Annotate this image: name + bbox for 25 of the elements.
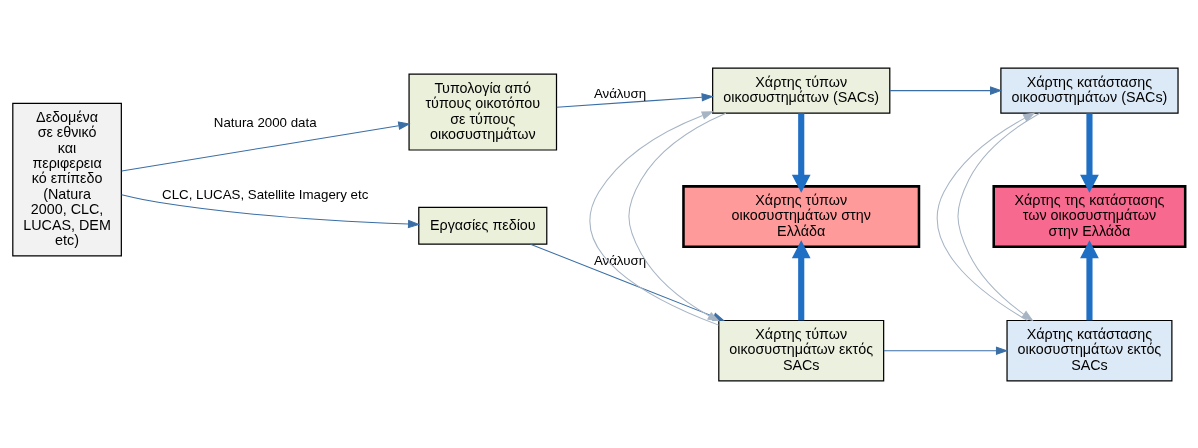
edge-label: Ανάλυση <box>593 252 647 268</box>
arrow <box>883 345 1009 355</box>
node-box: Χάρτης τύπων οικοσυστημάτων στην Ελλάδα <box>682 184 921 248</box>
arrow <box>889 85 1003 95</box>
arrow <box>556 92 714 108</box>
arrow <box>121 193 421 228</box>
arrow <box>791 112 811 193</box>
node-box: Εργασίες πεδίου <box>418 206 548 245</box>
node-box: Χάρτης κατάστασης οικοσυστημάτων εκτός SACs <box>1006 319 1173 381</box>
arrow <box>957 112 1041 321</box>
arrow <box>121 121 411 171</box>
node-box: Χάρτης τύπων οικοσυστημάτων (SACs) <box>712 67 891 114</box>
node-box: Χάρτης της κατάστασης των οικοσυστημάτων στην Ελλάδα <box>992 184 1187 248</box>
arrow <box>1080 239 1099 320</box>
edge-label: Ανάλυση <box>593 85 647 101</box>
node-box: Δεδομένα σε εθνικό και περιφερεια κό επίπεδο (Natura 2000, CLC, LUCAS, DEM etc) <box>12 102 122 257</box>
node-box: Τυπολογία από τύπους οικοτόπου σε τύπους οικοσυστημάτων <box>408 73 558 151</box>
node-box: Χάρτης τύπων οικοσυστημάτων εκτός SACs <box>718 319 885 381</box>
arrow <box>1080 112 1099 193</box>
edge-label: Natura 2000 data <box>213 114 317 130</box>
node-box: Χάρτης κατάστασης οικοσυστημάτων (SACs) <box>1000 67 1179 114</box>
edge-label: CLC, LUCAS, Satellite Imagery etc <box>162 186 369 202</box>
arrow <box>936 111 1036 321</box>
arrow <box>791 239 811 320</box>
arrow <box>589 110 720 326</box>
